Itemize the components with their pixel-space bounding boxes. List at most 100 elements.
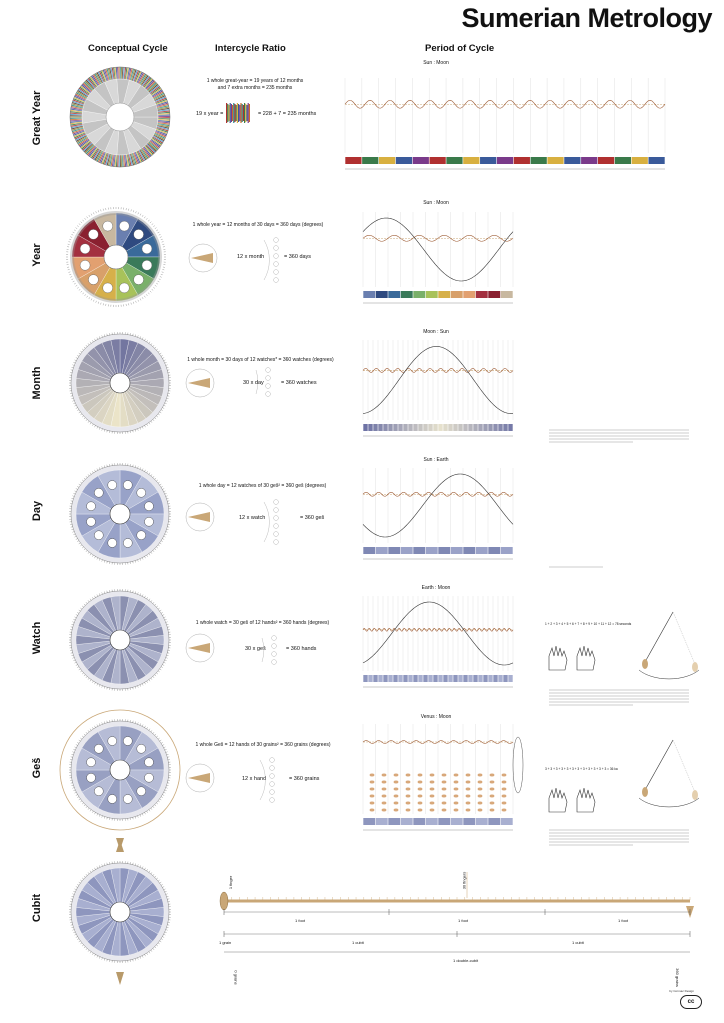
watch-equation-left: 30 x geš bbox=[245, 646, 266, 652]
tick-mark bbox=[77, 796, 79, 798]
tick-mark bbox=[152, 873, 155, 876]
symbol-icon bbox=[123, 794, 133, 804]
fan-bar bbox=[242, 105, 244, 121]
tick-mark bbox=[95, 211, 97, 214]
tick-mark bbox=[81, 605, 84, 608]
cycle-bar bbox=[475, 818, 488, 825]
tick-mark bbox=[77, 540, 79, 542]
dot bbox=[477, 801, 483, 805]
tick-mark bbox=[150, 343, 153, 346]
symbol-icon bbox=[123, 538, 133, 548]
tick-mark bbox=[164, 931, 167, 933]
great-year-ratio-text: 1 whole great-year = 19 years of 12 mont… bbox=[206, 78, 304, 91]
tick-mark bbox=[128, 208, 130, 211]
symbol-icon bbox=[94, 530, 104, 540]
cycle-bar bbox=[438, 424, 443, 431]
bob-icon bbox=[692, 790, 698, 800]
dot bbox=[393, 801, 399, 805]
tick-mark bbox=[81, 479, 84, 482]
day-equation-left: 12 x watch bbox=[239, 515, 266, 521]
tick-mark bbox=[75, 285, 78, 287]
cycle-bar bbox=[463, 424, 468, 431]
tick-mark bbox=[77, 355, 79, 357]
cycle-bar bbox=[463, 547, 476, 554]
tick-mark bbox=[139, 427, 141, 430]
tick-mark bbox=[161, 409, 163, 411]
tick-mark bbox=[71, 754, 74, 756]
arc bbox=[263, 501, 270, 543]
dot bbox=[441, 787, 447, 791]
bob-icon bbox=[642, 787, 648, 797]
year-dial-stack bbox=[263, 237, 279, 283]
moon-phase-icon bbox=[141, 260, 153, 271]
tick-mark bbox=[163, 888, 166, 890]
tick-mark bbox=[68, 241, 71, 243]
tick-mark bbox=[80, 670, 83, 673]
tick-mark bbox=[93, 212, 95, 215]
tick-mark bbox=[104, 863, 106, 866]
tick-mark bbox=[67, 269, 70, 271]
watch-period-title: Earth : Moon bbox=[421, 585, 451, 591]
cycle-bar bbox=[530, 157, 547, 164]
ges-dial-stack bbox=[259, 757, 275, 803]
tick-mark bbox=[85, 948, 88, 951]
tick-mark bbox=[164, 659, 167, 661]
tick-mark bbox=[72, 280, 75, 283]
tick-mark bbox=[159, 609, 162, 612]
tick-mark bbox=[106, 862, 108, 865]
tick-mark bbox=[159, 236, 162, 238]
cycle-bar bbox=[463, 818, 476, 825]
big-wave-line bbox=[362, 601, 514, 666]
tick-mark bbox=[146, 555, 148, 557]
tick-mark bbox=[89, 553, 92, 556]
dot bbox=[417, 808, 423, 812]
tick-mark bbox=[87, 872, 90, 875]
tick-mark bbox=[144, 295, 146, 298]
tick-mark bbox=[77, 225, 79, 227]
tick-mark bbox=[70, 626, 73, 628]
dot bbox=[405, 808, 411, 812]
cycle-bar bbox=[458, 675, 463, 682]
tick-mark bbox=[139, 558, 141, 561]
cycle-bar bbox=[363, 818, 376, 825]
moon-phase-icon bbox=[141, 243, 153, 254]
tick-mark bbox=[164, 891, 167, 893]
month-equation-left: 30 x day bbox=[243, 380, 264, 386]
dot bbox=[477, 808, 483, 812]
dot bbox=[441, 794, 447, 798]
cycle-bar bbox=[433, 675, 438, 682]
tick-mark bbox=[148, 472, 151, 475]
dot bbox=[381, 794, 387, 798]
cycle-bar bbox=[388, 818, 401, 825]
symbol-icon bbox=[123, 480, 133, 490]
cycle-bar bbox=[393, 424, 398, 431]
symbol-icon bbox=[123, 736, 133, 746]
cycle-bar bbox=[438, 818, 451, 825]
tick-mark bbox=[157, 280, 160, 283]
tick-mark bbox=[142, 426, 144, 429]
tick-mark bbox=[142, 594, 144, 597]
cubit-foot-label-2: 1 foot bbox=[458, 918, 469, 923]
tick-mark bbox=[157, 800, 160, 803]
tick-mark bbox=[150, 730, 153, 733]
tick-mark bbox=[156, 415, 159, 418]
tick-mark bbox=[75, 357, 78, 359]
pendulum-string bbox=[644, 739, 674, 791]
tick-mark bbox=[134, 429, 136, 432]
tick-mark bbox=[96, 426, 98, 429]
tick-mark bbox=[146, 727, 148, 729]
dot bbox=[381, 780, 387, 784]
tick-mark bbox=[96, 813, 98, 816]
tick-mark bbox=[94, 556, 96, 559]
tick-mark bbox=[94, 595, 96, 598]
tick-mark bbox=[73, 229, 76, 231]
tick-mark bbox=[153, 225, 155, 227]
tick-mark bbox=[167, 369, 170, 371]
month-notes bbox=[549, 429, 689, 443]
ring bbox=[70, 211, 162, 303]
tick-mark bbox=[165, 531, 168, 533]
tick-mark bbox=[72, 787, 75, 789]
tick-mark bbox=[132, 590, 134, 593]
tick-mark bbox=[102, 208, 104, 211]
